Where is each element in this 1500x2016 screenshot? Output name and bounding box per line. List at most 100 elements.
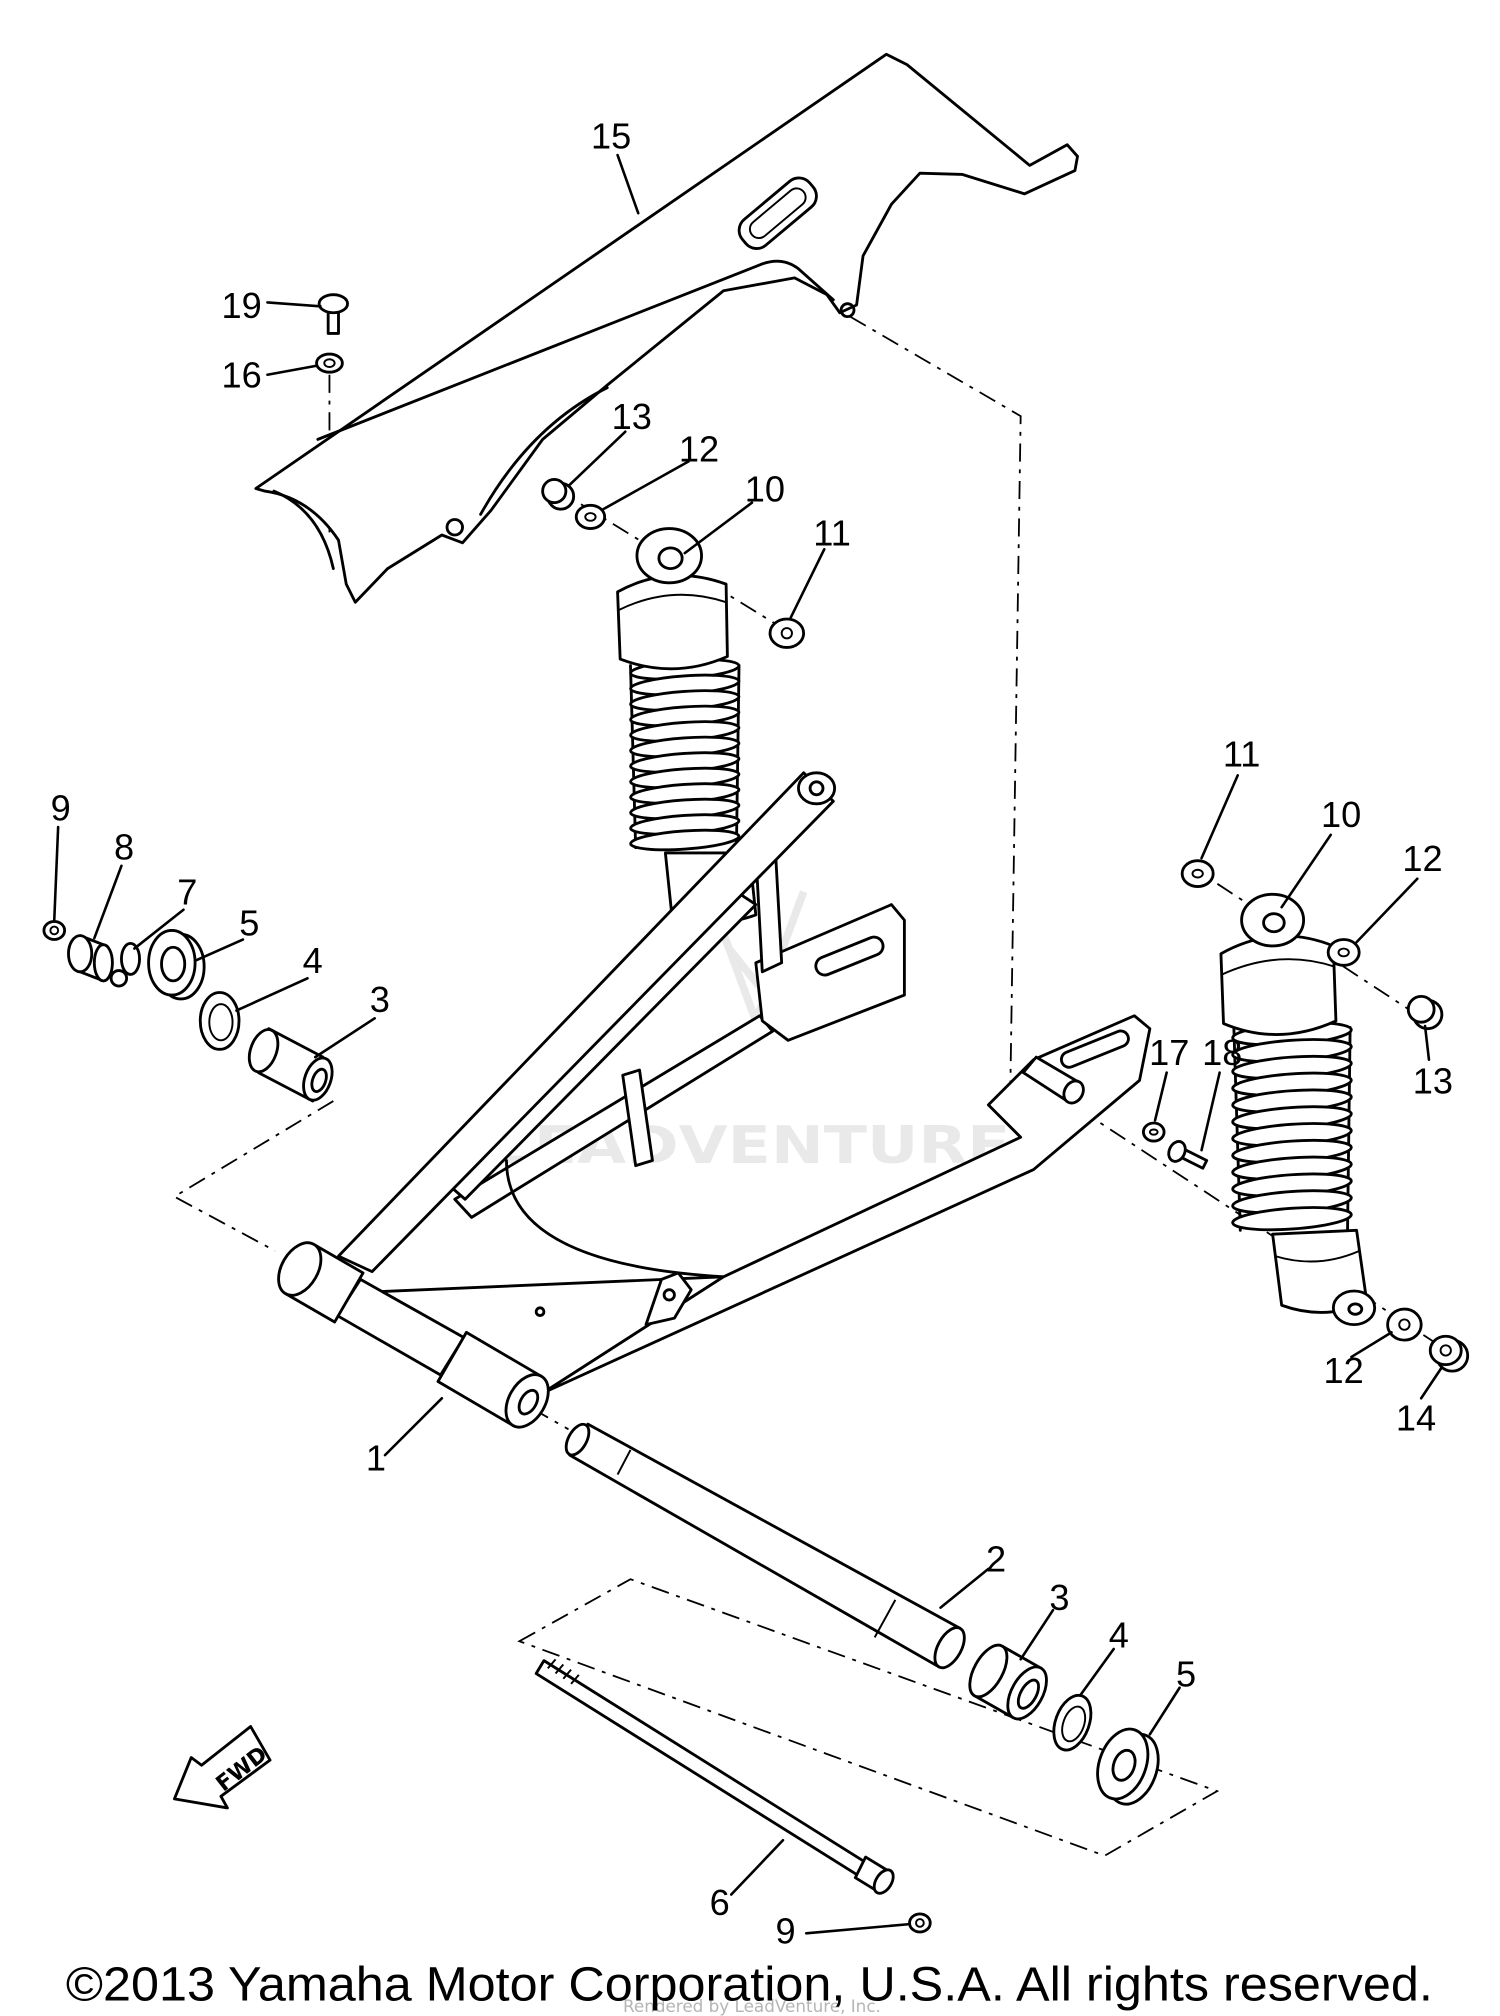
bolt-head [1167,1140,1187,1163]
leader-18 [1200,1071,1221,1152]
washer-hole [1337,947,1350,958]
far-axle-plate-slot [814,935,885,977]
washer-4-bottom [1052,1693,1093,1752]
leader-15 [616,153,640,215]
pivot-tube-right-hole [517,1388,540,1416]
leader-6 [729,1838,785,1896]
chain-slider [621,1068,654,1168]
bushing-end [302,1056,334,1102]
washer-4-left [198,991,241,1051]
callouts: 15 19 16 13 12 10 11 9 8 7 5 4 3 11 10 1… [51,116,1453,1952]
shaft-front-end [564,1422,591,1457]
bushing-3-bottom [968,1643,1048,1721]
bolt-18 [1167,1140,1209,1170]
shock-spring [1231,1021,1353,1232]
nut-13-top [541,478,576,511]
leader-2 [939,1567,990,1609]
leader-13-right [1423,1024,1431,1061]
leader-14 [1419,1365,1444,1400]
shock-top-eye-hole [657,546,684,571]
seal-front [1096,1727,1150,1801]
cap-8 [67,934,114,983]
leader-16 [266,364,318,377]
washer-outer [315,352,344,374]
assembly-line-guard-rear [849,315,1022,1089]
callout-5-bottom: 5 [1176,1653,1196,1694]
washer-hole [208,1003,234,1042]
chain-guard-crease [316,259,835,441]
pivot-bolt-6 [534,1658,895,1895]
leader-11-right [1200,774,1240,860]
washer-12-right [1326,938,1361,967]
shock-spring [629,658,741,852]
callout-4-left: 4 [303,940,323,981]
leader-12-right [1355,877,1419,944]
chain-guard-bracket-hole [662,1288,676,1302]
bolt-head-end [872,1868,895,1895]
washer-16 [315,352,344,374]
bushing-hole [310,1067,328,1093]
leader-5-bottom [1148,1686,1181,1736]
washer-hole [1148,1128,1159,1136]
cap-end [92,943,114,983]
pivot-tube-left-end [277,1241,323,1297]
leader-7 [133,908,185,950]
shaft-collar [873,1599,897,1638]
rear-shock-absorber-right [1219,892,1377,1327]
swingarm-pivot-tube [277,1241,550,1429]
callout-4-bottom: 4 [1109,1615,1129,1656]
callout-13-top: 13 [612,396,652,437]
callout-3-left: 3 [370,979,390,1020]
bushing-back [968,1643,1009,1699]
swingarm-mudguard-arc [505,1159,725,1279]
washer-hole [1061,1705,1087,1743]
washer-hole [1398,1318,1411,1331]
washer-hole [1191,868,1204,879]
seal-hole [1111,1748,1137,1782]
washer-outer [768,617,806,649]
washer-outer [120,941,141,976]
nut-face [42,919,67,941]
seal-5-left [147,929,206,1001]
leader-8 [93,864,123,940]
assembly-line-right-shock-top [1185,862,1427,1022]
nut-hole [49,925,60,936]
bushing-hole [1016,1678,1040,1710]
callout-3-bottom: 3 [1049,1577,1069,1618]
callout-11-top: 11 [813,512,851,553]
leader-11-top [789,547,826,620]
callout-15: 15 [591,116,631,157]
leader-12-top [602,460,690,511]
footer: Rendered by LeadVenture, Inc. ©2013 Yama… [66,1958,1433,2016]
nut-9-bottom [908,1912,932,1934]
nut-13-right [1406,994,1444,1031]
spring-side-left [629,664,638,850]
shock-lower-band [1274,1250,1360,1263]
leader-4-bottom [1078,1647,1115,1697]
chain-guard-body [254,52,1079,604]
washer-11-top [768,617,806,649]
callout-1: 1 [366,1438,386,1479]
chain-guard-curve [479,386,609,516]
bolt-head [317,293,349,315]
washer-outer [1141,1121,1166,1143]
shock-cap-band [1221,958,1335,976]
nut-9-left [42,919,67,941]
leader-17 [1153,1071,1168,1122]
pivot-tube-right-end [504,1373,550,1429]
nut-hole [915,1918,925,1928]
leader-10-right [1280,833,1333,909]
callout-11-right: 11 [1223,733,1261,774]
callout-12-bottom: 12 [1324,1350,1364,1391]
small-nut [109,969,129,988]
seal-5-bottom [1096,1727,1160,1806]
washer-outer [1386,1307,1423,1342]
washer-hole [584,512,597,522]
nut-hole [1439,1344,1452,1357]
bushing-back [247,1028,280,1074]
spring-side-left [1232,1025,1242,1232]
washer-12-bottom [1386,1307,1423,1342]
swingarm [277,771,1152,1429]
chain-guard-open-end [272,489,335,571]
shock-top-eye [635,527,703,585]
